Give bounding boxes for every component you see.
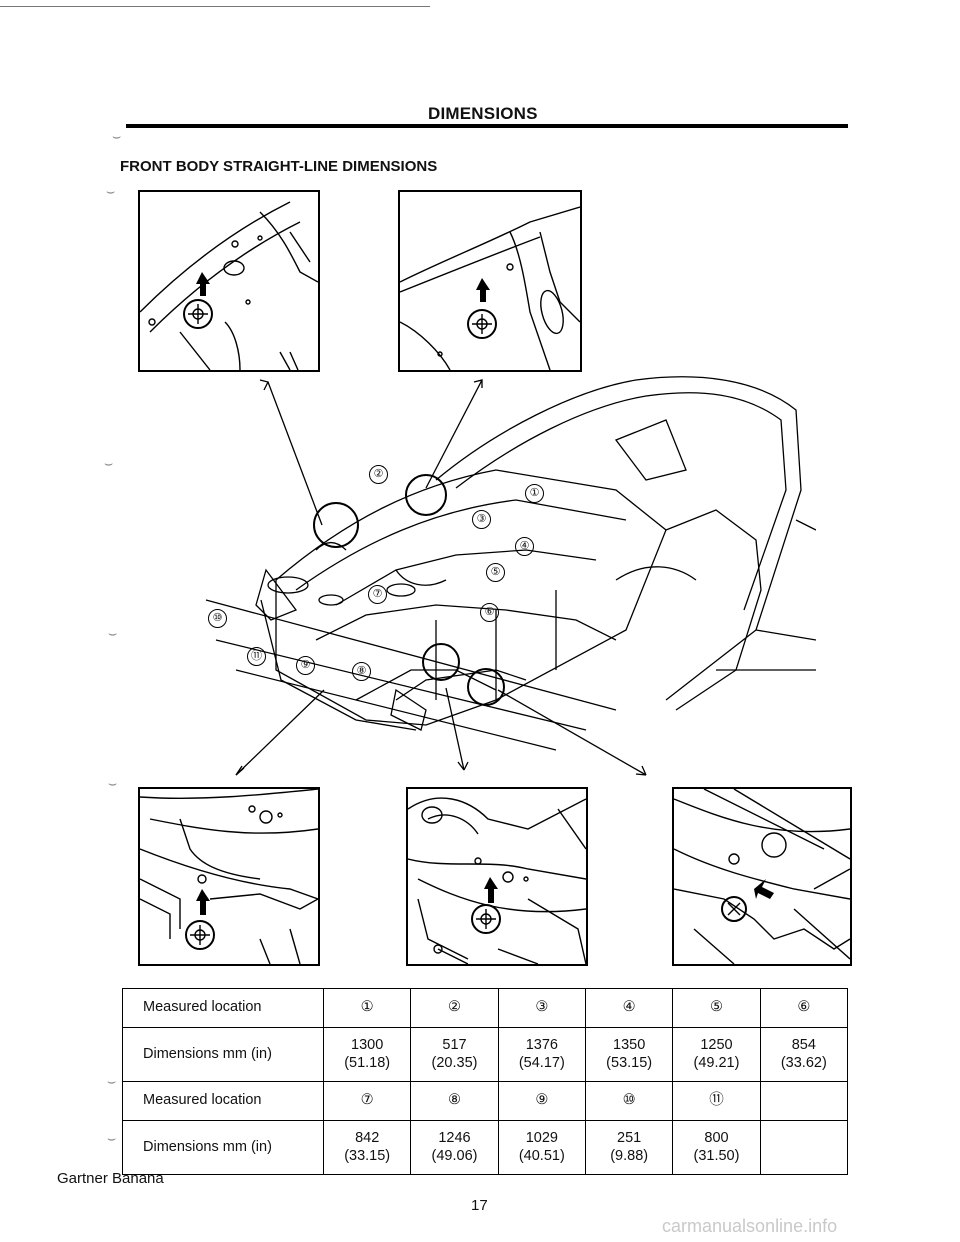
dimension-in: (49.21): [693, 1054, 740, 1071]
dimension-cell: 842(33.15): [322, 1120, 412, 1175]
dimension-in: (53.15): [606, 1054, 653, 1071]
margin-mark: ⌣: [106, 183, 116, 199]
detail-drawing: [674, 789, 850, 964]
page-title: DIMENSIONS: [428, 104, 538, 123]
location-cell: ⑤: [672, 988, 761, 1028]
table-row: Dimensions mm (in) 1300(51.18) 517(20.35…: [122, 1027, 849, 1082]
margin-mark: ⌣: [104, 455, 114, 471]
arrow-icon: [196, 889, 210, 915]
callout-1: ①: [525, 484, 544, 503]
row-label: Measured location: [122, 988, 324, 1028]
arrow-icon: [196, 272, 210, 296]
watermark: carmanualsonline.info: [662, 1216, 838, 1236]
dimension-mm: 1376: [525, 1037, 558, 1054]
callout-9: ⑨: [296, 656, 315, 675]
callout-8: ⑧: [352, 662, 371, 681]
dimension-cell: 1376(54.17): [497, 1027, 586, 1082]
front-body-diagram: [196, 370, 816, 785]
callout-7: ⑦: [368, 585, 387, 604]
dimension-mm: 517: [442, 1037, 467, 1054]
dimension-cell: 517(20.35): [410, 1027, 499, 1082]
callout-10: ⑩: [208, 609, 227, 628]
dimension-mm: 1250: [700, 1037, 733, 1054]
row-label: Measured location: [122, 1081, 324, 1121]
callout-11: ⑪: [247, 647, 266, 666]
table-row: Measured location ⑦ ⑧ ⑨ ⑩ ⑪: [122, 1081, 849, 1121]
detail-view-strut-tower-left: [138, 190, 320, 372]
callout-5: ⑤: [486, 563, 505, 582]
dimension-in: (33.62): [780, 1054, 827, 1071]
dimension-in: (31.50): [693, 1147, 740, 1164]
detail-view-front-member-center: [406, 787, 588, 966]
title-underline: [126, 124, 848, 128]
detail-drawing: [140, 789, 318, 964]
main-drawing: [205, 376, 816, 776]
dimension-mm: 1300: [351, 1037, 384, 1054]
section-title: FRONT BODY STRAIGHT-LINE DIMENSIONS: [120, 158, 438, 175]
dimension-mm: 1350: [613, 1037, 646, 1054]
dimension-mm: 1029: [525, 1130, 558, 1147]
dimension-cell: 854(33.62): [759, 1027, 849, 1082]
dimension-mm: 842: [355, 1130, 380, 1147]
location-cell: ④: [584, 988, 674, 1028]
detail-drawing: [400, 206, 580, 370]
row-label: Dimensions mm (in): [122, 1027, 324, 1082]
callout-6: ⑥: [480, 603, 499, 622]
dimension-in: (49.06): [431, 1147, 478, 1164]
location-cell: ①: [322, 988, 412, 1028]
dimension-mm: 800: [704, 1130, 729, 1147]
dimension-mm: 854: [791, 1037, 816, 1054]
location-cell: ③: [497, 988, 586, 1028]
arrow-icon: [476, 278, 490, 302]
dimension-cell: 251(9.88): [584, 1120, 674, 1175]
table-row: Dimensions mm (in) 842(33.15) 1246(49.06…: [122, 1120, 849, 1175]
margin-mark: ⌣: [107, 1073, 117, 1089]
arrow-icon: [754, 879, 774, 899]
dimension-cell: 1350(53.15): [584, 1027, 674, 1082]
location-cell: ⑨: [497, 1081, 586, 1121]
top-rule: [0, 6, 430, 7]
detail-drawing: [140, 201, 318, 370]
margin-mark: ⌣: [108, 775, 118, 791]
dimension-in: (51.18): [344, 1054, 391, 1071]
arrow-icon: [484, 877, 498, 903]
callout-2: ②: [369, 465, 388, 484]
detail-view-strut-tower-right: [398, 190, 582, 372]
dimension-mm: 251: [617, 1130, 642, 1147]
dimension-cell: 800(31.50): [672, 1120, 761, 1175]
margin-mark: ⌣: [107, 1130, 117, 1146]
dimension-in: (9.88): [610, 1147, 649, 1164]
dimension-mm: 1246: [438, 1130, 471, 1147]
dimension-cell: 1250(49.21): [672, 1027, 761, 1082]
detail-drawing: [408, 797, 586, 964]
page-number: 17: [471, 1197, 488, 1214]
location-cell: ⑪: [672, 1081, 761, 1121]
margin-mark: ⌣: [112, 128, 122, 144]
dimension-in: (54.17): [518, 1054, 565, 1071]
dimension-cell: 1029(40.51): [497, 1120, 586, 1175]
table-row: Measured location ① ② ③ ④ ⑤ ⑥: [122, 988, 849, 1028]
margin-mark: ⌣: [108, 625, 118, 641]
location-cell: [759, 1081, 849, 1121]
detail-view-front-member-right: [672, 787, 852, 966]
dimension-in: (33.15): [344, 1147, 391, 1164]
location-cell: ⑧: [410, 1081, 499, 1121]
location-cell: ⑥: [759, 988, 849, 1028]
location-cell: ②: [410, 988, 499, 1028]
dimension-cell: 1300(51.18): [322, 1027, 412, 1082]
callout-4: ④: [515, 537, 534, 556]
location-cell: ⑦: [322, 1081, 412, 1121]
dimension-cell: [759, 1120, 849, 1175]
row-label: Dimensions mm (in): [122, 1120, 324, 1175]
location-cell: ⑩: [584, 1081, 674, 1121]
detail-view-front-member-left: [138, 787, 320, 966]
footer-author: Gartner Banana: [57, 1170, 164, 1187]
dimension-cell: 1246(49.06): [410, 1120, 499, 1175]
dimensions-table: Measured location ① ② ③ ④ ⑤ ⑥ Dimensions…: [122, 988, 849, 1175]
callout-3: ③: [472, 510, 491, 529]
dimension-in: (20.35): [431, 1054, 478, 1071]
dimension-in: (40.51): [518, 1147, 565, 1164]
